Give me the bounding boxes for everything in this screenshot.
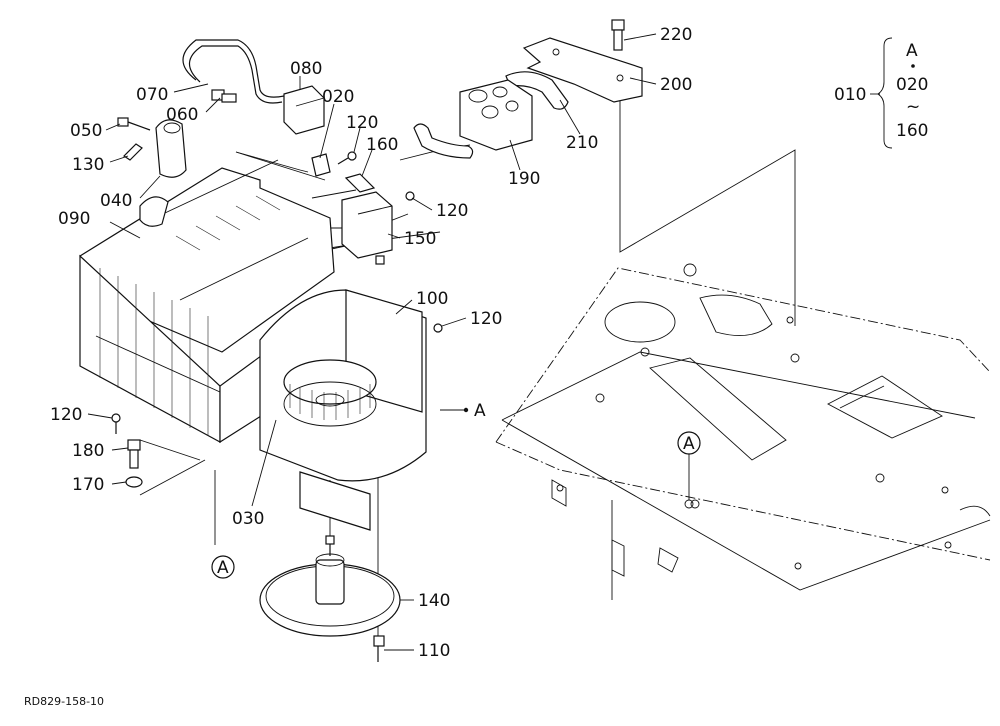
- part-leader-lines: [87, 33, 657, 651]
- washer-170: [125, 476, 143, 488]
- blower-housing-100: [259, 289, 427, 531]
- screw-120c: [433, 323, 443, 333]
- part-label-120-c: 120: [470, 309, 502, 329]
- part-label-090: 090: [58, 209, 90, 229]
- clip-130: [123, 143, 143, 161]
- part-label-160: 160: [366, 135, 398, 155]
- assembly-key-group: A: [906, 41, 918, 61]
- controller-150: [341, 191, 393, 265]
- assembly-key-range-end: 160: [896, 121, 928, 141]
- part-label-060: 060: [166, 105, 198, 125]
- heater-core-fins: [149, 159, 309, 301]
- part-label-180: 180: [72, 441, 104, 461]
- relay-160: [344, 173, 376, 193]
- screw-120a: [337, 151, 357, 165]
- part-label-200: 200: [660, 75, 692, 95]
- part-label-040: 040: [100, 191, 132, 211]
- bracket-plate-200: [522, 37, 643, 103]
- sensor-060: [211, 89, 237, 103]
- assembly-key-range-start: 020: [896, 75, 928, 95]
- part-label-080: 080: [290, 59, 322, 79]
- assembly-key-number: 010: [834, 85, 866, 105]
- sensor-body-040: [155, 119, 187, 178]
- connector-080: [283, 85, 325, 135]
- relay-020: [311, 153, 331, 177]
- part-labels: 220 200 210 190 080 070 060 020 120 160 …: [50, 25, 692, 661]
- callout-a-left-letter: A: [217, 558, 229, 578]
- part-label-190: 190: [508, 169, 540, 189]
- blower-motor-140: [259, 535, 401, 637]
- part-label-120-d: 120: [50, 405, 82, 425]
- sensor-wire-070: [182, 39, 285, 104]
- floor-brackets: [551, 479, 679, 600]
- part-label-110: 110: [418, 641, 450, 661]
- strap-210: [505, 71, 569, 110]
- part-label-120-b: 120: [436, 201, 468, 221]
- screw-120d: [111, 413, 121, 434]
- assembly-leader-lines: [139, 90, 796, 640]
- assembly-key: 010 A 020 ~ 160: [834, 37, 928, 149]
- floor-plate: [495, 263, 991, 600]
- blower-wheel-030: [283, 359, 377, 427]
- bolt-220: [611, 19, 625, 51]
- part-label-170: 170: [72, 475, 104, 495]
- part-label-130: 130: [72, 155, 104, 175]
- part-label-210: 210: [566, 133, 598, 153]
- callout-a-right-letter: A: [683, 434, 695, 454]
- floor-bolts: [556, 263, 952, 570]
- screw-050: [117, 117, 151, 131]
- duct-block-190: [459, 79, 533, 151]
- assembly-key-range-symbol: ~: [906, 97, 920, 117]
- part-label-a-side: A: [474, 401, 486, 421]
- hose-clip: [413, 123, 474, 159]
- part-label-030: 030: [232, 509, 264, 529]
- part-label-140: 140: [418, 591, 450, 611]
- callout-a-right: A: [677, 431, 701, 509]
- bolt-180: [127, 439, 141, 469]
- part-label-150: 150: [404, 229, 436, 249]
- part-label-070: 070: [136, 85, 168, 105]
- figure-reference: RD829-158-10: [24, 695, 104, 708]
- part-label-050: 050: [70, 121, 102, 141]
- part-label-220: 220: [660, 25, 692, 45]
- part-label-020: 020: [322, 87, 354, 107]
- callout-a-left: A: [211, 555, 235, 579]
- part-label-100: 100: [416, 289, 448, 309]
- screw-110: [373, 635, 385, 662]
- part-label-120-a: 120: [346, 113, 378, 133]
